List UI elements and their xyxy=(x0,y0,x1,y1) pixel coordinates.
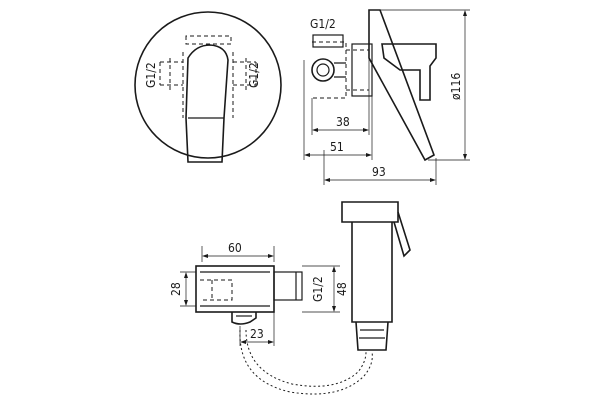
dim-28-label: 28 xyxy=(169,282,183,296)
dim-116-label: ø116 xyxy=(449,73,463,100)
dim-51-label: 51 xyxy=(330,140,344,154)
holder-hidden-bore xyxy=(200,279,233,301)
cover-plate-outline xyxy=(134,11,282,159)
side-handle xyxy=(381,43,437,101)
dim-38-label: 38 xyxy=(336,115,350,129)
side-view: G1/2 38 51 93 ø116 xyxy=(303,9,470,185)
dim-23-label: 23 xyxy=(250,327,264,341)
hand-shower-view xyxy=(341,201,411,351)
holder-thread-stub xyxy=(273,271,303,301)
mixer-handle xyxy=(185,44,229,163)
shower-hose-connector xyxy=(355,321,389,351)
side-thread-stub xyxy=(312,34,344,48)
shower-handle-body xyxy=(351,222,393,323)
flexible-hose xyxy=(239,329,373,395)
side-inlet-inner xyxy=(316,63,330,77)
side-mounting-body xyxy=(351,43,373,97)
shower-trigger xyxy=(393,211,411,258)
front-thread-right-label: G1/2 xyxy=(247,62,261,88)
hidden-valve-body xyxy=(159,35,257,118)
wall-holder-view: 60 28 G1/2 48 23 xyxy=(169,241,349,346)
dim-60-label: 60 xyxy=(228,241,242,255)
front-view: G1/2 G1/2 xyxy=(134,11,282,163)
holder-body xyxy=(195,265,275,313)
dim-93-label: 93 xyxy=(372,165,386,179)
front-thread-left-label: G1/2 xyxy=(144,62,158,88)
side-valve-body xyxy=(312,41,369,99)
dim-48-label: 48 xyxy=(335,282,349,296)
holder-thread-label: G1/2 xyxy=(311,276,325,302)
shower-head xyxy=(341,201,399,223)
side-inlet-outer xyxy=(311,58,335,82)
side-cover-plate xyxy=(368,9,435,162)
holder-hose-outlet xyxy=(231,312,257,325)
side-thread-label: G1/2 xyxy=(310,17,336,31)
